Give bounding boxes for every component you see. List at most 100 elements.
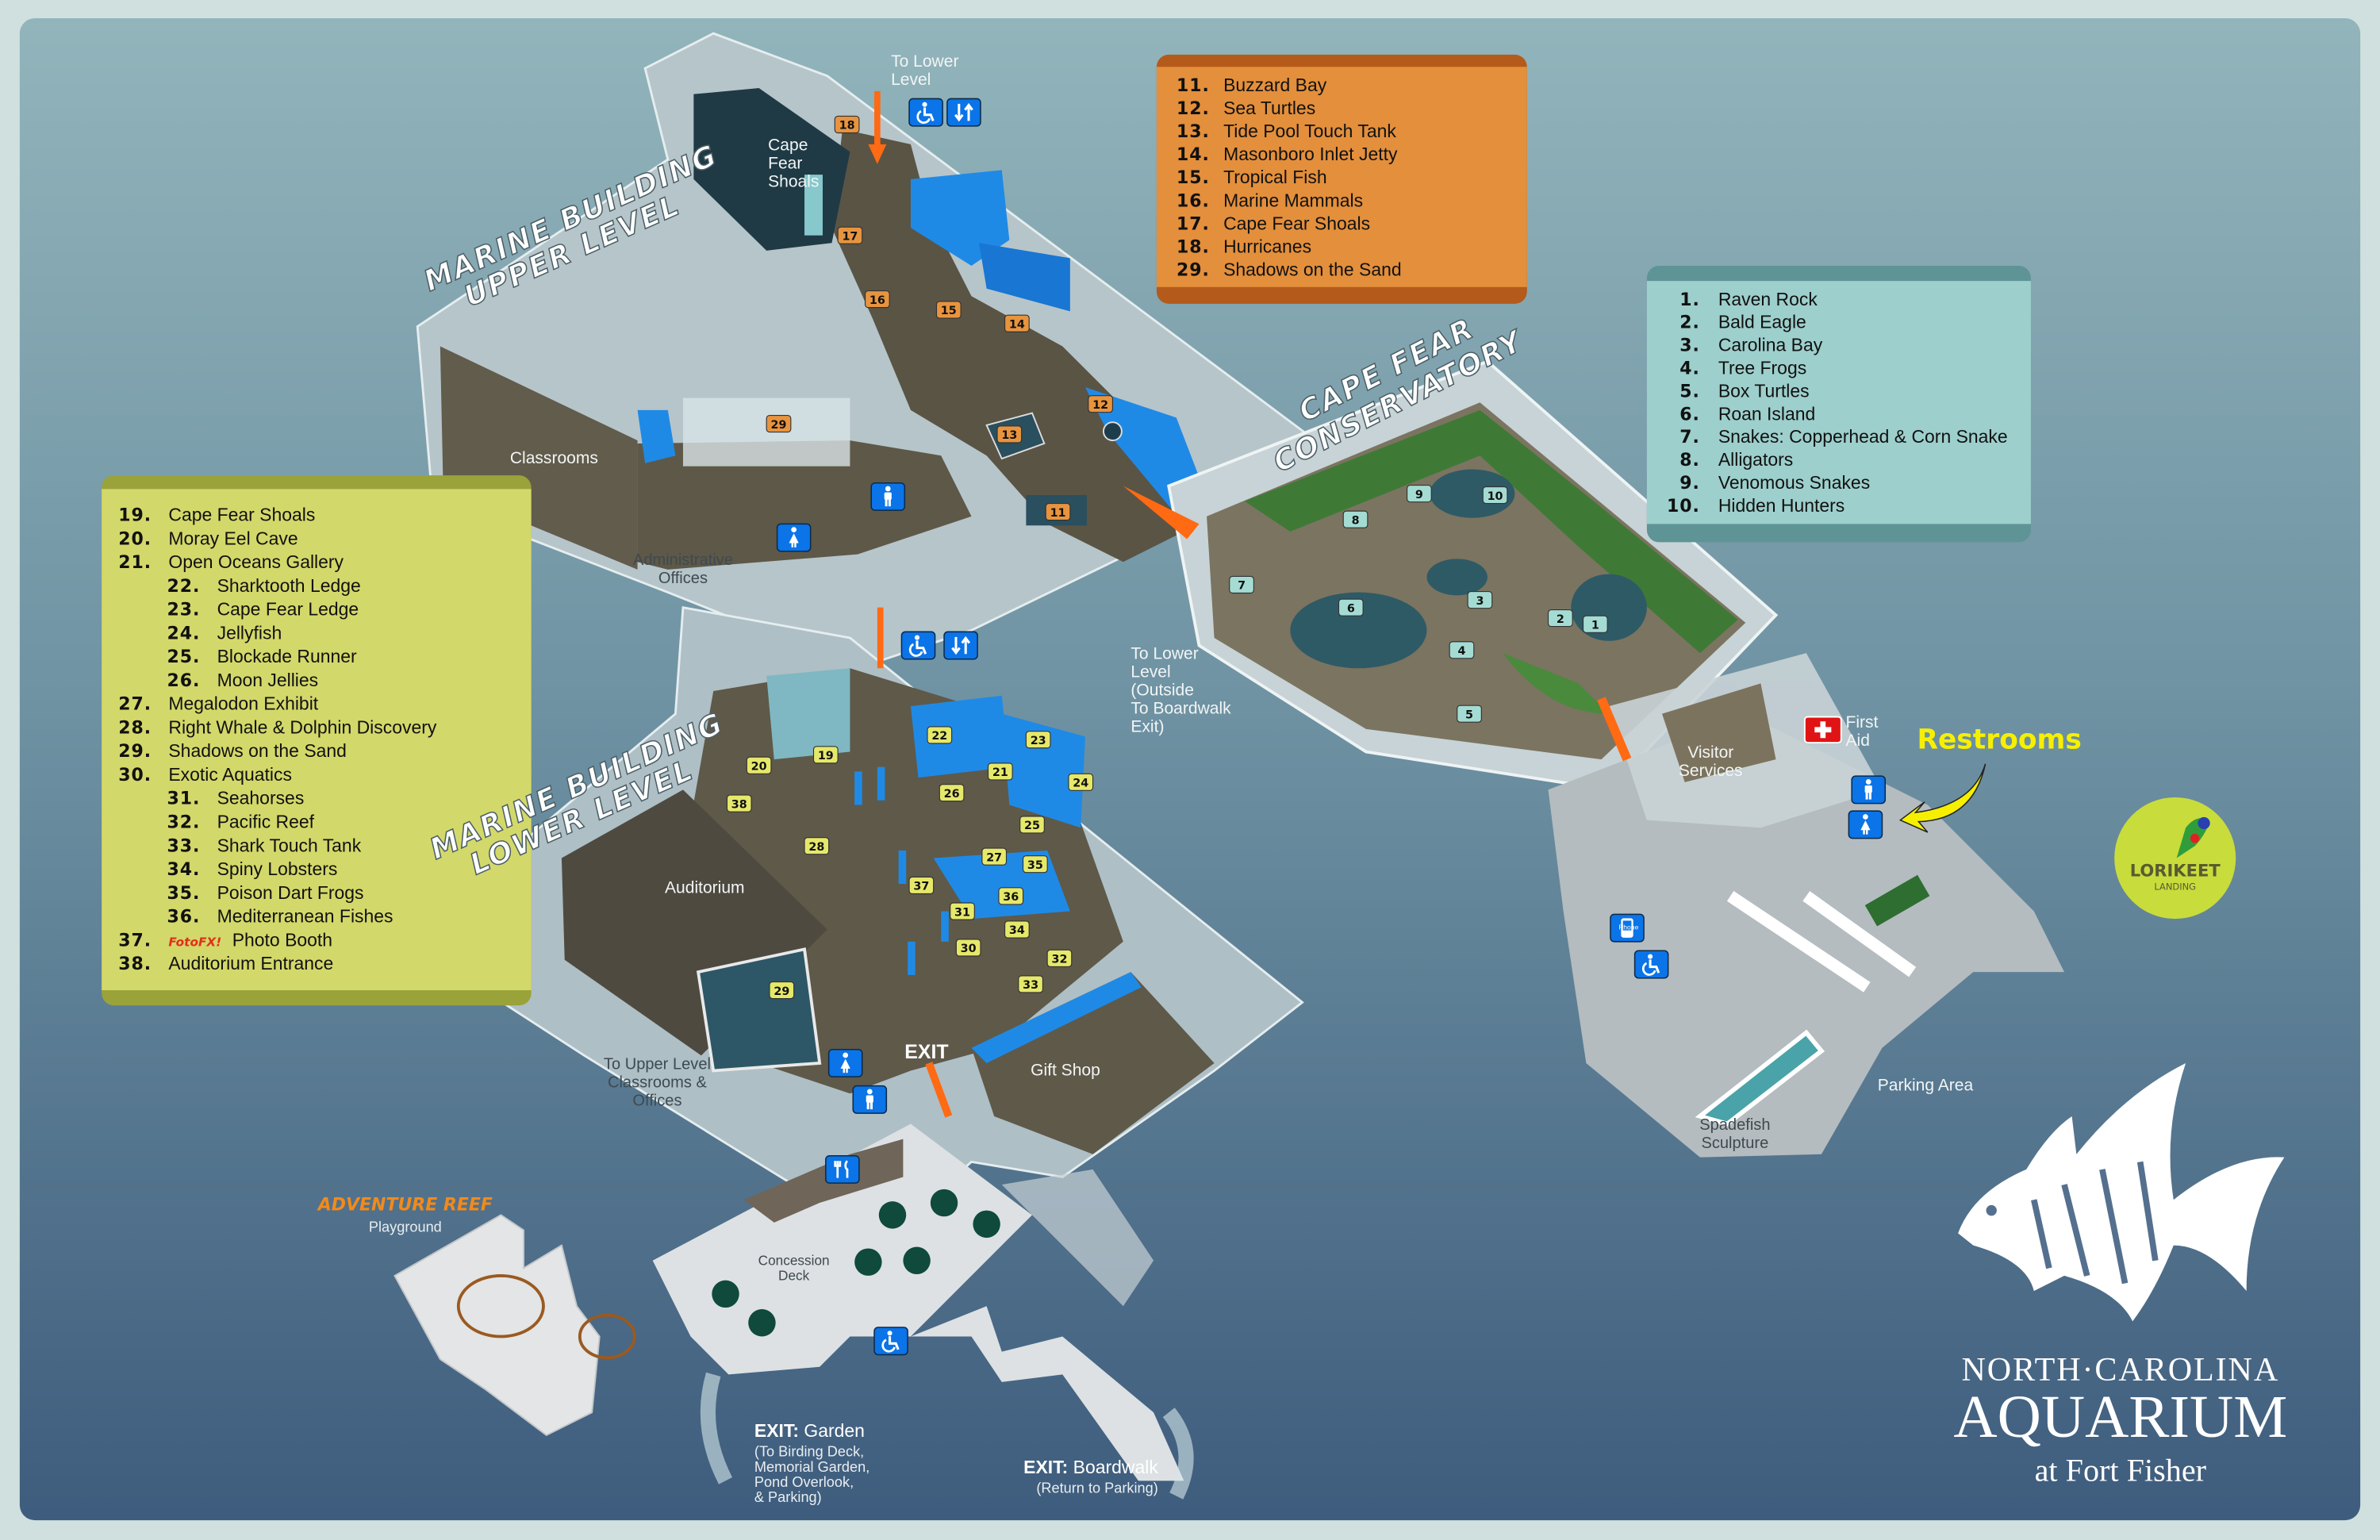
legend-item: 36.Mediterranean Fishes [167,906,393,927]
mens-restroom-icon [1851,775,1887,805]
svg-text:AQUARIUM: AQUARIUM [1953,1383,2287,1450]
legend-number: 6. [1679,405,1700,424]
exhibit-marker-8[interactable]: 8 [1342,510,1368,528]
svg-text:To Boardwalk: To Boardwalk [1130,700,1231,718]
exhibit-marker-number: 26 [944,788,960,801]
exhibit-marker-number: 28 [808,841,824,854]
spadefish-sculpture-pool [1695,1029,1825,1127]
exhibit-marker-25[interactable]: 25 [1019,816,1045,834]
legend-number: 12. [1177,99,1210,119]
svg-text:LANDING: LANDING [2154,881,2196,893]
legend-number: 21. [118,553,152,573]
exhibit-marker-9[interactable]: 9 [1407,485,1432,503]
exhibit-marker-37[interactable]: 37 [908,876,935,895]
exhibit-marker-32[interactable]: 32 [1046,949,1073,967]
legend-number: 15. [1177,168,1210,188]
exhibit-marker-number: 20 [751,760,767,773]
exhibit-marker-34[interactable]: 34 [1004,920,1030,939]
exhibit-marker-4[interactable]: 4 [1449,641,1475,659]
exhibit-marker-33[interactable]: 33 [1018,975,1043,993]
exhibit-marker-7[interactable]: 7 [1229,575,1254,594]
exhibit-marker-26[interactable]: 26 [939,784,965,802]
legend-number: 25. [167,647,200,667]
exhibit-marker-number: 11 [1050,507,1066,520]
label-exit-garden: EXIT: Garden (To Birding Deck, Memorial … [754,1420,869,1505]
exhibit-marker-2[interactable]: 2 [1547,609,1573,628]
legend-number: 5. [1679,382,1700,401]
exhibit-marker-12[interactable]: 12 [1088,395,1113,413]
exhibit-marker-5[interactable]: 5 [1457,705,1482,723]
legend-item: 5.Box Turtles [1679,380,1809,401]
exhibit-marker-number: 21 [992,766,1008,779]
exhibit-marker-1[interactable]: 1 [1582,615,1608,633]
svg-text:Spadefish: Spadefish [1699,1116,1770,1134]
label-classrooms: Classrooms [510,449,598,467]
exhibit-marker-29[interactable]: 29 [769,981,795,1000]
legend-label: Cape Fear Shoals [168,505,315,525]
svg-text:Level: Level [891,71,931,89]
exhibit-marker-11[interactable]: 11 [1045,502,1071,521]
exhibit-marker-6[interactable]: 6 [1338,598,1364,616]
exhibit-marker-number: 37 [913,881,929,893]
exhibit-marker-19[interactable]: 19 [812,746,839,764]
exhibit-marker-20[interactable]: 20 [746,756,772,774]
svg-text:Shoals: Shoals [768,172,819,190]
exhibit-marker-30[interactable]: 30 [955,939,981,957]
exhibit-marker-16[interactable]: 16 [864,290,890,309]
wheelchair-access-icon [1633,950,1669,979]
legend-item: 1.Raven Rock [1679,289,1818,310]
exhibit-marker-17[interactable]: 17 [837,226,863,244]
legend-item: 25.Blockade Runner [167,646,357,667]
legend-item: 4.Tree Frogs [1679,357,1806,378]
exhibit-marker-number: 25 [1024,820,1040,832]
exhibit-marker-number: 1 [1591,619,1599,632]
classrooms-floor [440,346,638,570]
restrooms-callout: Restrooms [1917,724,2081,756]
exhibit-marker-number: 35 [1027,859,1043,872]
entrance-plaza [1548,653,2065,1158]
exhibit-marker-29[interactable]: 29 [766,414,792,433]
exhibit-marker-24[interactable]: 24 [1068,773,1094,791]
exhibit-marker-21[interactable]: 21 [987,762,1013,781]
exhibit-marker-13[interactable]: 13 [996,425,1023,444]
exhibit-marker-number: 31 [954,906,970,919]
exhibit-marker-3[interactable]: 3 [1467,591,1493,609]
elevator-icon [946,98,981,127]
exhibit-marker-35[interactable]: 35 [1022,855,1048,874]
exhibit-marker-18[interactable]: 18 [834,115,860,134]
legend-label: Snakes: Copperhead & Corn Snake [1718,426,2008,447]
wheelchair-access-icon [873,1327,908,1356]
legend-label: Spiny Lobsters [217,858,338,879]
exhibit-marker-10[interactable]: 10 [1482,486,1508,505]
exhibit-marker-31[interactable]: 31 [950,902,975,920]
exhibit-marker-27[interactable]: 27 [981,847,1008,866]
svg-text:Playground: Playground [369,1219,442,1235]
legend-item: 37.FotoFX!Photo Booth [118,929,332,950]
exhibit-marker-36[interactable]: 36 [998,887,1024,905]
legend-number: 36. [167,908,200,927]
legend-item: 8.Alligators [1679,449,1793,470]
legend-label: Bald Eagle [1718,312,1806,332]
svg-text:Offices: Offices [658,570,708,587]
legend-label: Raven Rock [1718,289,1818,309]
exhibit-marker-28[interactable]: 28 [804,837,830,855]
svg-text:Concession: Concession [758,1253,830,1269]
exhibit-marker-15[interactable]: 15 [935,301,962,319]
exhibit-marker-38[interactable]: 38 [726,794,752,812]
exhibit-marker-number: 22 [931,730,947,743]
exhibit-marker-22[interactable]: 22 [927,726,953,744]
legend-label: Venomous Snakes [1718,472,1870,493]
wheelchair-access-icon [900,631,936,660]
exhibit-marker-23[interactable]: 23 [1025,731,1051,749]
legend-item: 28.Right Whale & Dolphin Discovery [118,716,437,738]
legend-number: 23. [167,601,200,620]
exhibit-marker-number: 19 [818,750,834,762]
svg-text:Memorial Garden,: Memorial Garden, [754,1459,869,1475]
exhibit-marker-14[interactable]: 14 [1004,314,1030,332]
label-auditorium: Auditorium [665,879,745,897]
legend-number: 3. [1679,336,1700,356]
